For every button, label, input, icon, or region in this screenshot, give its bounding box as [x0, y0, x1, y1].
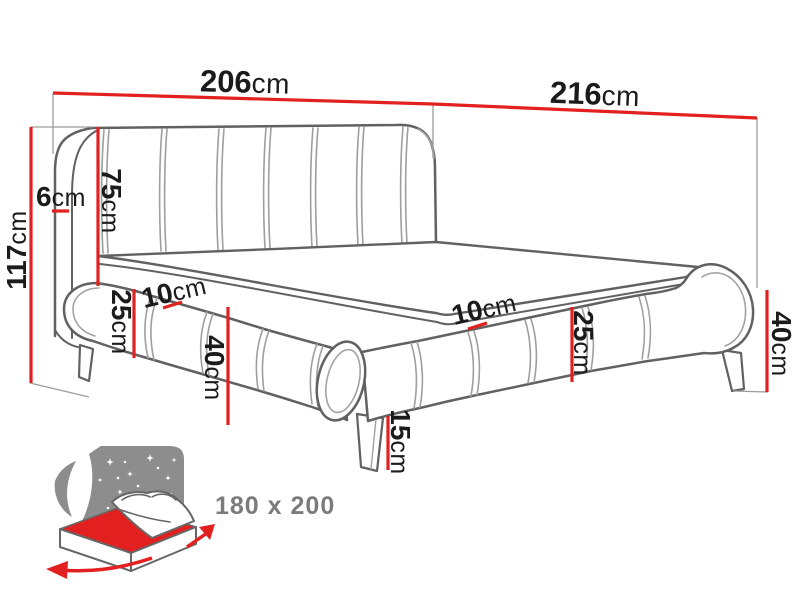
icon-bed: [59, 490, 197, 572]
moon-icon: [54, 461, 76, 517]
dim-label-total-height: 117cm: [1, 210, 32, 290]
dim-label-leg-height: 15cm: [385, 409, 416, 475]
dim-label-length: 216cm: [549, 74, 641, 113]
dim-label-front-rail-height: 25cm: [568, 310, 599, 376]
icon-duvet: [111, 490, 195, 539]
length-arrow: [185, 531, 209, 549]
headboard: [53, 123, 438, 349]
width-arrow: [59, 556, 153, 573]
icon-arrows: [46, 524, 215, 579]
extension-lines: [29, 93, 769, 398]
mattress-size-label: 180 x 200: [215, 492, 336, 520]
bed-legs: [77, 343, 746, 473]
corner-bolster-cap: [315, 340, 367, 422]
leg-back-left: [77, 343, 95, 383]
dim-label-side-base-height: 40cm: [199, 335, 230, 401]
dim-tick-front-rail-offset: [467, 321, 488, 331]
leg-front: [355, 412, 385, 473]
dim-label-width: 206cm: [199, 63, 291, 100]
dimension-lines: [29, 91, 769, 470]
bed-sketch: [53, 123, 755, 473]
dim-line-width: [52, 91, 434, 106]
dim-tick-side-rail-offset: [162, 300, 183, 310]
dim-label-headboard-depth: 6cm: [36, 181, 86, 212]
dim-label-headboard-height: 75cm: [96, 168, 127, 234]
headboard-seams: [100, 126, 409, 254]
dim-label-frame-corner-height: 40cm: [766, 311, 797, 377]
foot-rail: [360, 263, 755, 423]
mattress-size-icon: [46, 446, 215, 579]
dim-label-side-rail-height: 25cm: [106, 289, 137, 355]
leg-back-right: [720, 348, 746, 393]
dim-line-length: [432, 102, 758, 120]
